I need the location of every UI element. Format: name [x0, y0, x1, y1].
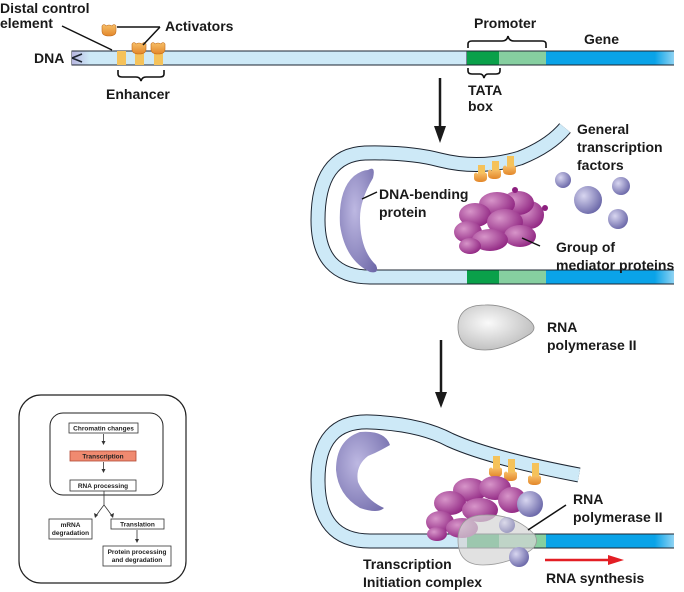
- enhancer-brace: [117, 70, 165, 82]
- promoter-label: Promoter: [474, 15, 537, 31]
- gene-segment: [546, 51, 674, 65]
- gtf-icon: [574, 186, 602, 214]
- activators-leader-line: [142, 26, 161, 46]
- activator-icon: [504, 459, 517, 481]
- gtf-icon: [517, 491, 543, 517]
- promoter-brace: [467, 35, 547, 48]
- promoter-segment: [499, 51, 546, 65]
- step-translation: [110, 518, 165, 530]
- rna-synthesis-label: RNA synthesis: [546, 570, 645, 586]
- dna-bending-protein-icon: [336, 431, 390, 511]
- step-translation-label: Translation: [120, 522, 155, 529]
- gtf-icon: [612, 177, 630, 195]
- step-transcription: [69, 450, 137, 462]
- activator-icon: [150, 42, 166, 55]
- step-transcription-label: Transcription: [82, 454, 123, 461]
- dna-label: DNA: [34, 50, 64, 66]
- step-mrna-degradation: [48, 518, 93, 540]
- gtf-icon: [555, 172, 571, 188]
- step-chromatin-changes-label: Chromatin changes: [73, 426, 134, 433]
- rna-synthesis-arrow-icon: [545, 555, 624, 565]
- step-chromatin-changes: [68, 422, 139, 434]
- activator-icon: [503, 156, 516, 175]
- gtf-icon: [608, 209, 628, 229]
- step-rna-processing: [69, 479, 137, 492]
- activator-icon: [101, 24, 117, 37]
- step-rna-processing-label: RNA processing: [78, 483, 128, 490]
- gene-expression-overview: Chromatin changes Transcription RNA proc…: [18, 394, 187, 584]
- tata-box-brace: [467, 68, 501, 79]
- enhancer-stem: [154, 51, 163, 65]
- step-arrow-icon: [434, 78, 446, 143]
- step-arrow-icon: [435, 340, 447, 408]
- gtf-icon: [509, 547, 529, 567]
- distal-control-element-stem: [117, 51, 126, 65]
- gene-label: Gene: [584, 31, 619, 47]
- activator-icon: [488, 161, 501, 179]
- dna-strand-fade: [72, 51, 90, 65]
- gtf-icon: [499, 517, 515, 533]
- activator-icon: [528, 463, 541, 485]
- activators-label: Activators: [165, 18, 234, 34]
- tata-box-segment: [467, 51, 499, 65]
- mediator-proteins-icon: [454, 187, 548, 254]
- enhancer-label: Enhancer: [106, 86, 170, 102]
- enhancer-stem: [135, 51, 144, 65]
- dna-bending-protein-icon: [339, 168, 378, 273]
- dna-strand: [71, 50, 468, 66]
- distal-element-leader-line: [61, 25, 113, 51]
- activator-icon: [474, 165, 487, 182]
- step-protein-processing: [102, 545, 172, 567]
- rna-polymerase-icon: [457, 304, 535, 351]
- activator-icon: [489, 456, 502, 477]
